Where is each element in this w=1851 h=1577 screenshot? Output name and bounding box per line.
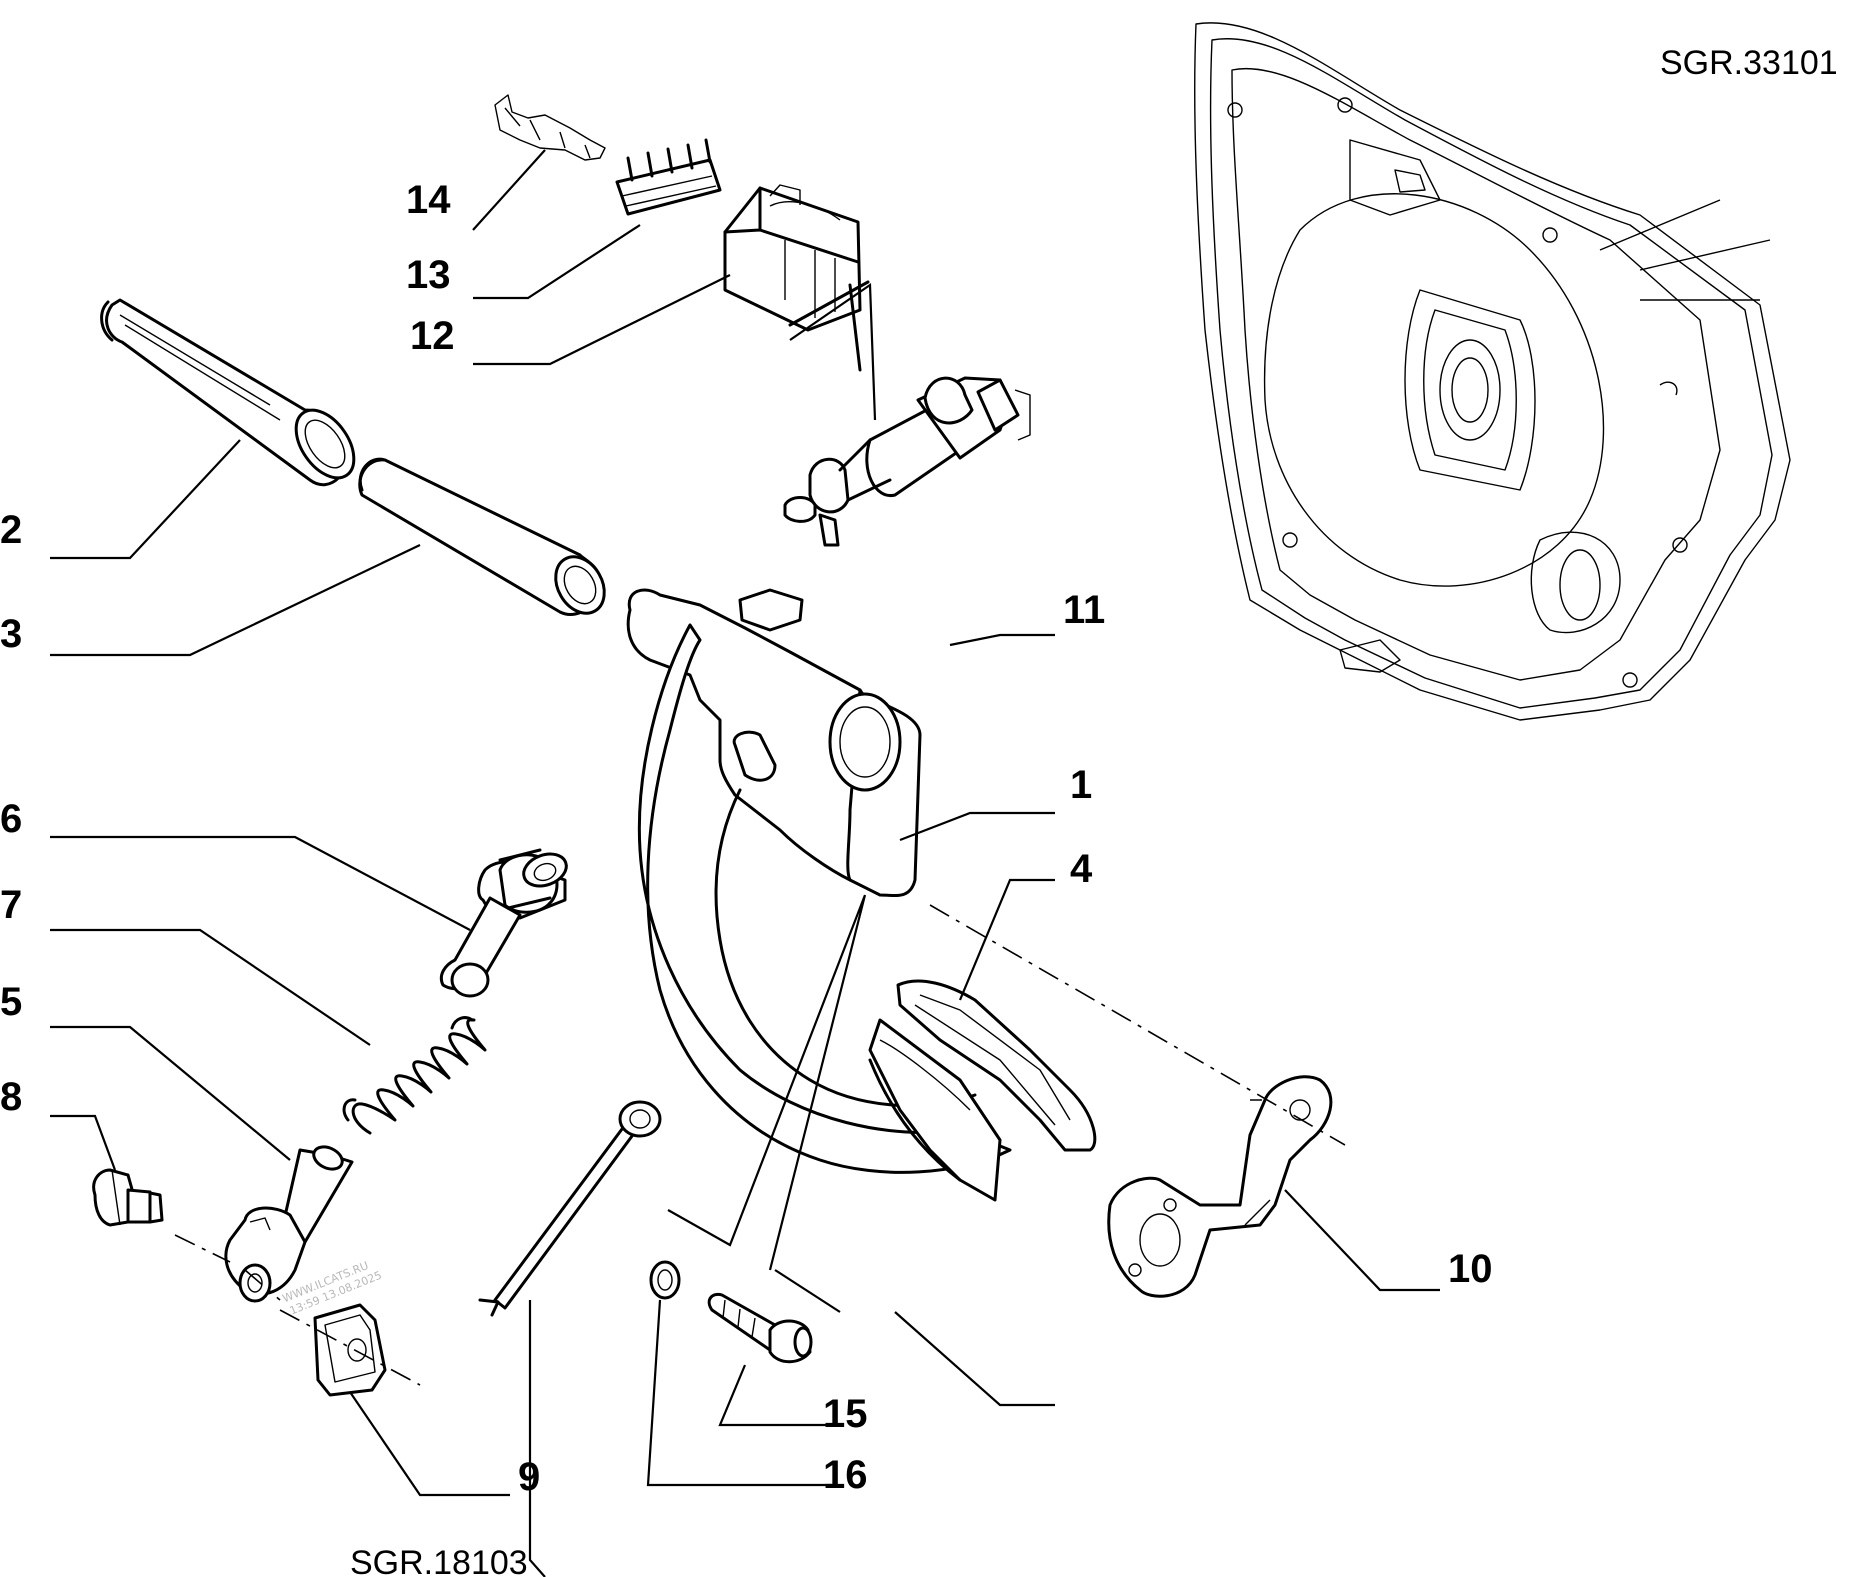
- spring-part-7: [342, 1016, 487, 1135]
- switch-part-11: [783, 280, 1031, 547]
- cable-rod: [478, 1100, 662, 1317]
- terminal-part-14: [494, 94, 606, 161]
- leader-lines: [50, 149, 1440, 1577]
- assembly-pointer-lines: [667, 282, 877, 1313]
- clip-nut-part-9: [313, 1303, 387, 1397]
- callout-5: 5: [0, 980, 22, 1024]
- callout-1: 1: [1070, 763, 1092, 807]
- callout-14: 14: [406, 178, 451, 222]
- bolt-part-15: [707, 1292, 813, 1364]
- callout-6: 6: [0, 797, 22, 841]
- pedal-arm-part-1: [626, 588, 1012, 1202]
- callout-8: 8: [0, 1075, 22, 1119]
- callout-15: 15: [823, 1392, 868, 1436]
- terminal-strip-part-13: [615, 138, 722, 216]
- pedal-box-housing: [1194, 22, 1791, 721]
- callout-3: 3: [0, 612, 22, 656]
- callout-11: 11: [1063, 588, 1105, 632]
- clevis-pin-part-6: [439, 848, 568, 998]
- callout-16: 16: [823, 1453, 868, 1497]
- callout-13: 13: [406, 253, 451, 297]
- callout-10: 10: [1448, 1247, 1493, 1291]
- pushrod-part-5: [224, 1145, 354, 1303]
- reference-code-top: SGR.33101: [1660, 44, 1838, 82]
- connector-part-12: [723, 184, 862, 332]
- callout-7: 7: [0, 883, 22, 927]
- pedal-pad-part-4: [896, 979, 1097, 1152]
- callout-12: 12: [410, 314, 455, 358]
- callout-2: 2: [0, 508, 22, 552]
- callout-4: 4: [1070, 847, 1093, 891]
- callout-9: 9: [518, 1455, 540, 1499]
- washer-part-16: [649, 1260, 681, 1300]
- bolt-part-8: [92, 1168, 164, 1227]
- sleeve-part-2: [100, 298, 356, 487]
- rod-part-3: [358, 457, 606, 616]
- assembly-axis-lines: [174, 904, 1346, 1386]
- reference-code-bottom: SGR.18103: [350, 1544, 528, 1577]
- bracket-part-10: [1107, 1075, 1333, 1298]
- callout-numbers: 14 13 12 2 3 11 1 4 6 7 5 8 10 15 16 9: [0, 178, 1493, 1499]
